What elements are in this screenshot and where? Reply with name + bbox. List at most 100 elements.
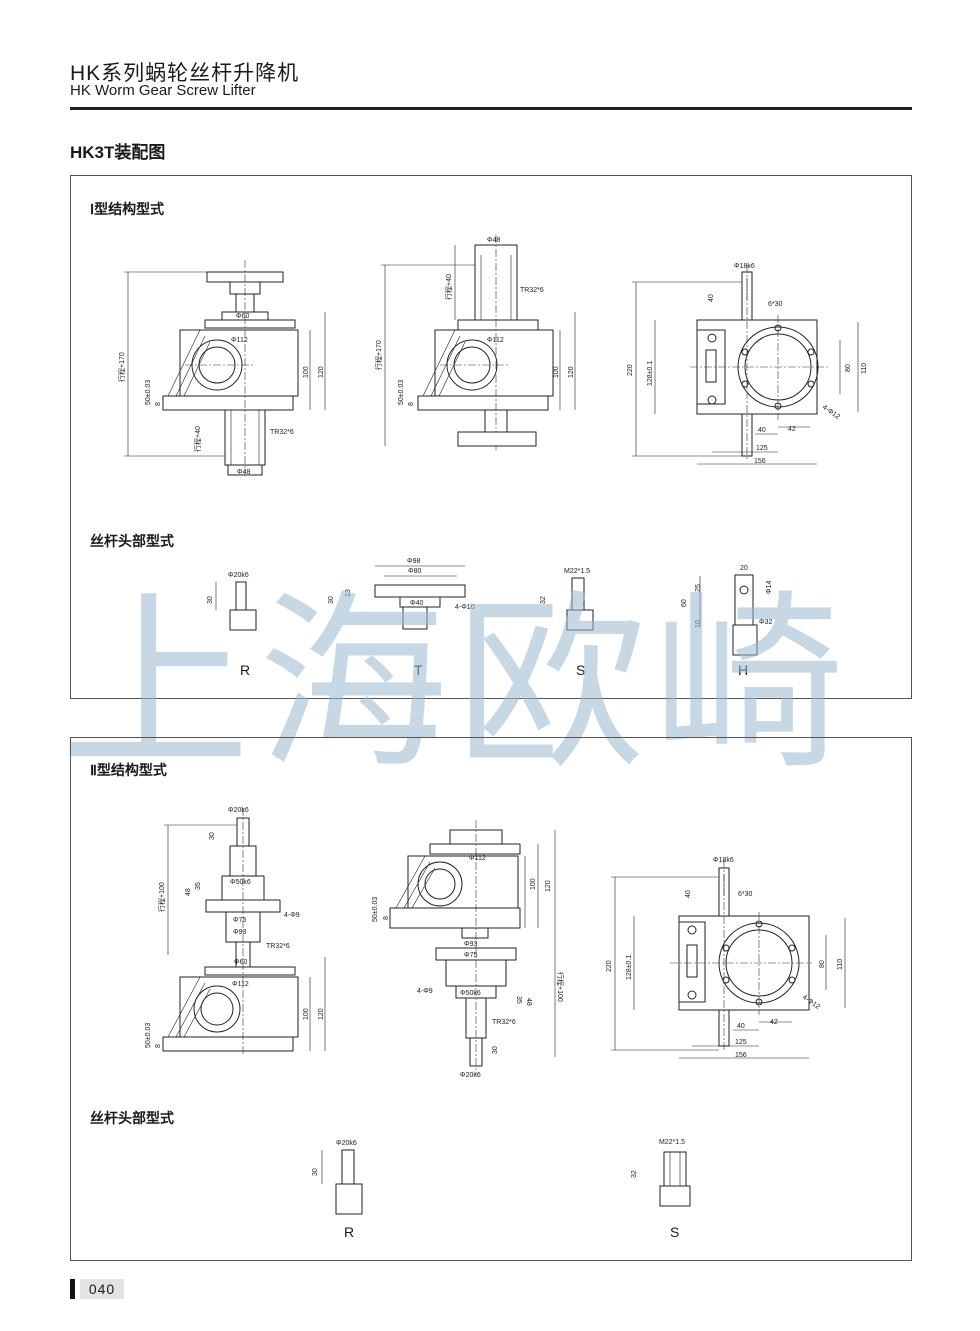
dim-120: 120 <box>318 366 325 378</box>
p2-40-bottom: 40 <box>737 1023 745 1030</box>
head-H-phi32: Φ32 <box>759 619 772 626</box>
drawing-type2-view-top: Φ18k6 6*30 40 220 128±0.1 80 110 4-Φ12 4… <box>606 857 846 1059</box>
p2-phi50k6-a: Φ50k6 <box>230 879 251 886</box>
dim-stroke-170-b: 行程+170 <box>374 340 383 370</box>
p2-tr32-a: TR32*6 <box>266 943 290 950</box>
dim-50-b: 50±0.03 <box>398 380 405 405</box>
p2-30-b: 30 <box>492 1046 499 1054</box>
dim-stroke-40: 行程+40 <box>193 426 202 452</box>
panel2-head-heading: 丝杆头部型式 <box>90 1110 174 1126</box>
p2-head-R-phi: Φ20k6 <box>336 1140 357 1147</box>
head-S-label: S <box>576 662 586 678</box>
p2-100-b: 100 <box>530 878 537 890</box>
dim-156: 156 <box>754 458 766 465</box>
dim-100: 100 <box>303 366 310 378</box>
head-T-phi80: Φ80 <box>408 568 421 575</box>
p2-35-a: 35 <box>195 882 202 890</box>
dim-6x30: 6*30 <box>768 301 783 308</box>
dim-80: 80 <box>845 364 852 372</box>
head-H-10: 10 <box>695 620 702 628</box>
section-title: HK3T装配图 <box>70 143 166 162</box>
p2-128: 128±0.1 <box>626 955 633 980</box>
p2-head-S-len: 32 <box>631 1170 638 1178</box>
p2-110: 110 <box>837 959 844 970</box>
head-H-label: H <box>738 662 749 678</box>
dim-50: 50±0.03 <box>145 380 152 405</box>
dim-phi112-b: Φ112 <box>487 337 504 344</box>
p2-120-a: 120 <box>318 1008 325 1020</box>
head-R-drawing: Φ20k6 30 <box>207 572 257 631</box>
dim-tr32: TR32*6 <box>270 429 294 436</box>
p2-phi112-b: Φ112 <box>469 855 486 862</box>
dim-phi18k6: Φ18k6 <box>734 263 755 270</box>
dim-40-top: 40 <box>708 294 715 302</box>
p2-phi93-b: Φ93 <box>464 941 477 948</box>
page-title-chinese: HK系列蜗轮丝杆升降机 <box>70 62 300 85</box>
p2-head-R-len: 30 <box>312 1168 319 1176</box>
p2-phi93-a: Φ93 <box>233 929 246 936</box>
p2-48-b: 48 <box>525 998 532 1006</box>
page-number-bar <box>70 1279 75 1299</box>
panel-type-2 <box>70 737 912 1261</box>
dim-40-bottom: 40 <box>758 427 766 434</box>
head-H-60: 60 <box>681 599 688 607</box>
dim-phi48-b: Φ48 <box>487 237 500 244</box>
panel1-heading: Ⅰ型结构型式 <box>90 201 165 217</box>
p2-head-R-label: R <box>344 1224 355 1240</box>
head-R-phi: Φ20k6 <box>228 572 249 579</box>
head-S-drawing: M22*1.5 32 <box>540 568 594 631</box>
p2-head-S-drawing: M22*1.5 32 <box>631 1139 691 1207</box>
dim-100-b: 100 <box>553 366 560 378</box>
p2-100-a: 100 <box>303 1008 310 1020</box>
page-number: 040 <box>80 1279 124 1299</box>
watermark: 上海欧崎 <box>60 574 853 795</box>
dim-128: 128±0.1 <box>647 361 654 386</box>
p2-50-a: 50±0.03 <box>145 1023 152 1048</box>
head-T-phi98: Φ98 <box>407 558 420 565</box>
p2-stroke100-b: 行程+100 <box>556 972 565 1002</box>
head-S-len: 32 <box>540 596 547 604</box>
dim-120-b: 120 <box>568 366 575 378</box>
dim-110: 110 <box>861 363 868 374</box>
dim-stroke-40-b: 行程+40 <box>444 274 453 300</box>
dim-8-b: 8 <box>408 402 415 406</box>
p2-phi20k6-a: Φ20k6 <box>228 807 249 814</box>
dim-8: 8 <box>155 402 162 406</box>
panel2-heading: Ⅱ型结构型式 <box>90 762 167 778</box>
p2-phi18k6: Φ18k6 <box>713 857 734 864</box>
p2-120-b: 120 <box>545 880 552 892</box>
dim-220: 220 <box>627 364 634 376</box>
p2-6x30: 6*30 <box>738 891 753 898</box>
p2-phi112-a: Φ112 <box>232 981 249 988</box>
p2-220: 220 <box>606 960 613 972</box>
p2-40-top: 40 <box>685 890 692 898</box>
p2-35-b: 35 <box>515 996 522 1004</box>
head-T-phi40: Φ40 <box>410 600 423 607</box>
p2-tr32-b: TR32*6 <box>492 1019 516 1026</box>
drawing-type2-view-a: Φ20k6 30 行程+100 48 35 Φ50k6 Φ75 4-Φ9 Φ93… <box>145 807 326 1055</box>
p2-phi75-a: Φ75 <box>233 917 246 924</box>
p2-8-b: 8 <box>383 916 390 920</box>
p2-48-a: 48 <box>185 888 192 896</box>
panel-type-1 <box>70 175 912 699</box>
p2-phi60: Φ60 <box>234 959 247 966</box>
dim-125: 125 <box>756 445 768 452</box>
p2-42: 42 <box>770 1019 778 1026</box>
head-R-len: 30 <box>207 596 214 604</box>
dim-phi48: Φ48 <box>237 469 250 476</box>
head-T-holes: 4-Φ10 <box>455 604 475 611</box>
p2-phi75-b: Φ75 <box>464 952 477 959</box>
header-rule <box>70 107 912 110</box>
p2-156: 156 <box>735 1052 747 1059</box>
dim-phi112: Φ112 <box>231 337 248 344</box>
drawing-type1-view-b: 行程+170 行程+40 Φ48 TR32*6 Φ112 50±0.03 8 1… <box>374 235 576 450</box>
p2-holes9-a: 4-Φ9 <box>284 912 300 919</box>
p2-phi20k6-b: Φ20k6 <box>460 1072 481 1079</box>
dim-42: 42 <box>788 426 796 433</box>
head-T-30: 30 <box>328 596 335 604</box>
p2-head-S-thread: M22*1.5 <box>659 1139 685 1146</box>
head-H-phi14: Φ14 <box>766 581 773 594</box>
head-T-label: T <box>414 662 423 678</box>
p2-head-S-label: S <box>670 1224 680 1240</box>
